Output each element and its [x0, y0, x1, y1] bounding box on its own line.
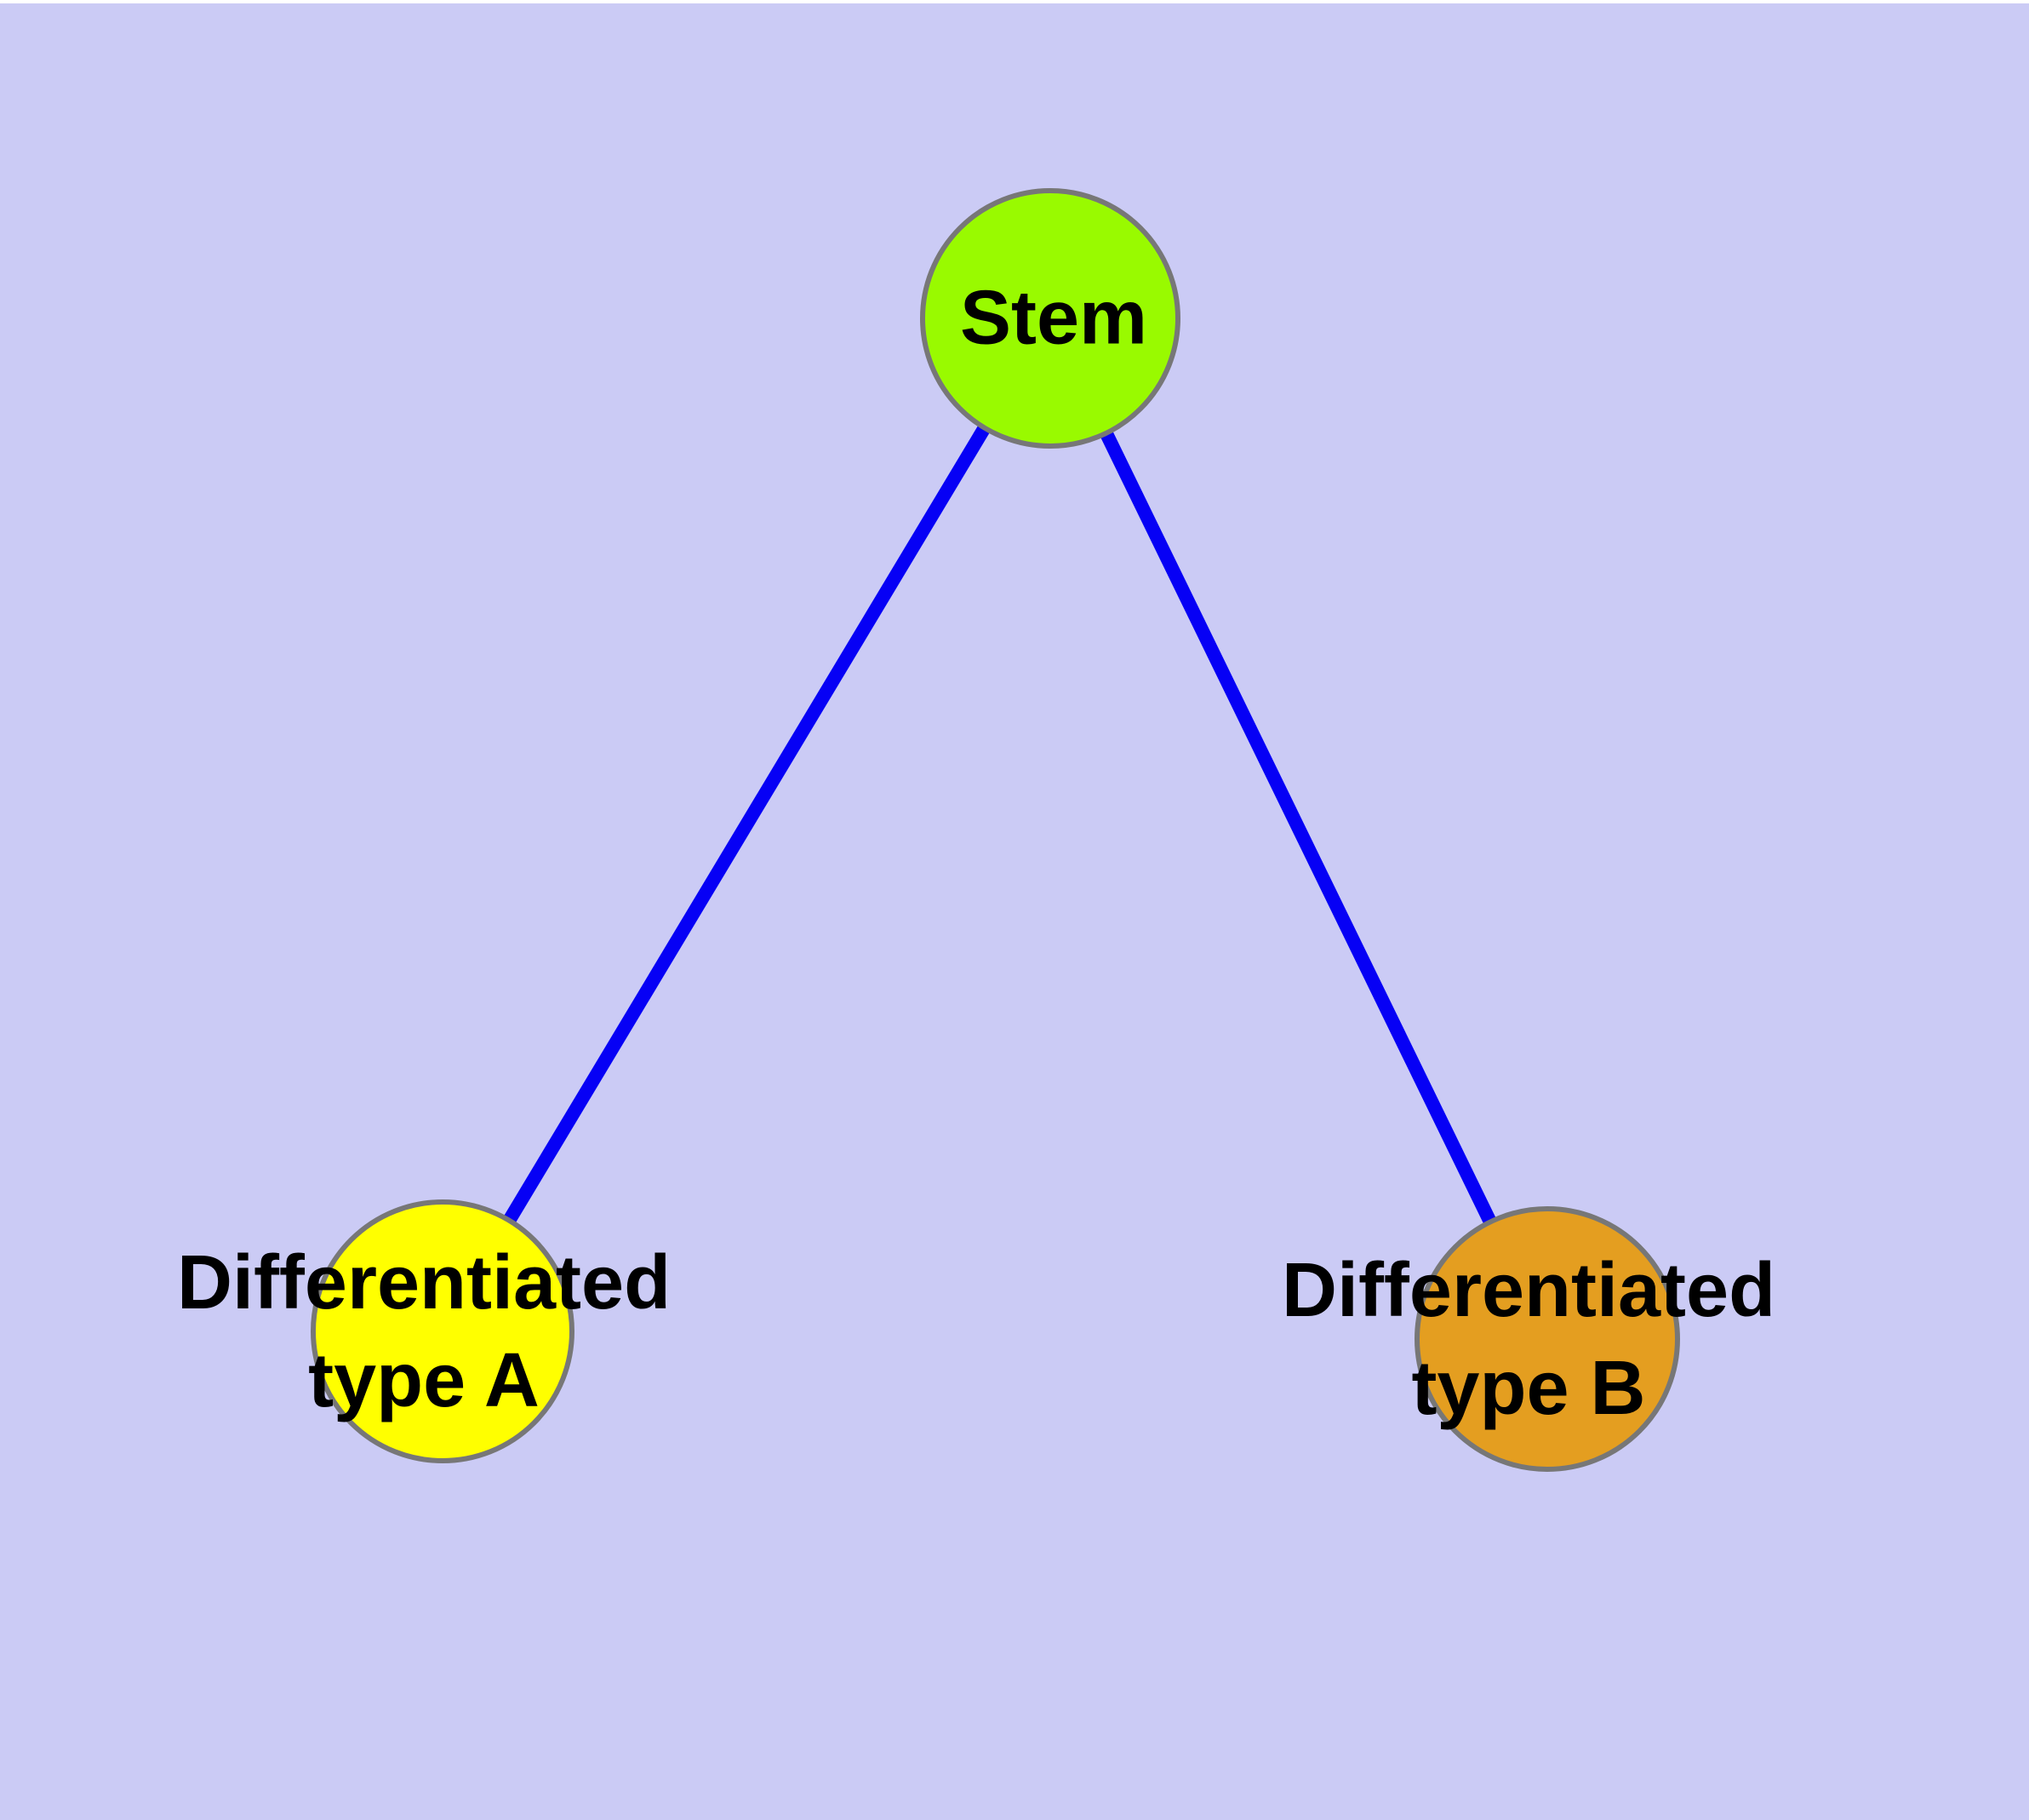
node-differentiated-type-b: [1415, 1206, 1680, 1472]
edge-stem-to-type-b: [1043, 315, 1554, 1342]
node-stem: [920, 188, 1180, 449]
edge-stem-to-type-a: [437, 314, 1056, 1336]
node-differentiated-type-a: [311, 1199, 574, 1463]
